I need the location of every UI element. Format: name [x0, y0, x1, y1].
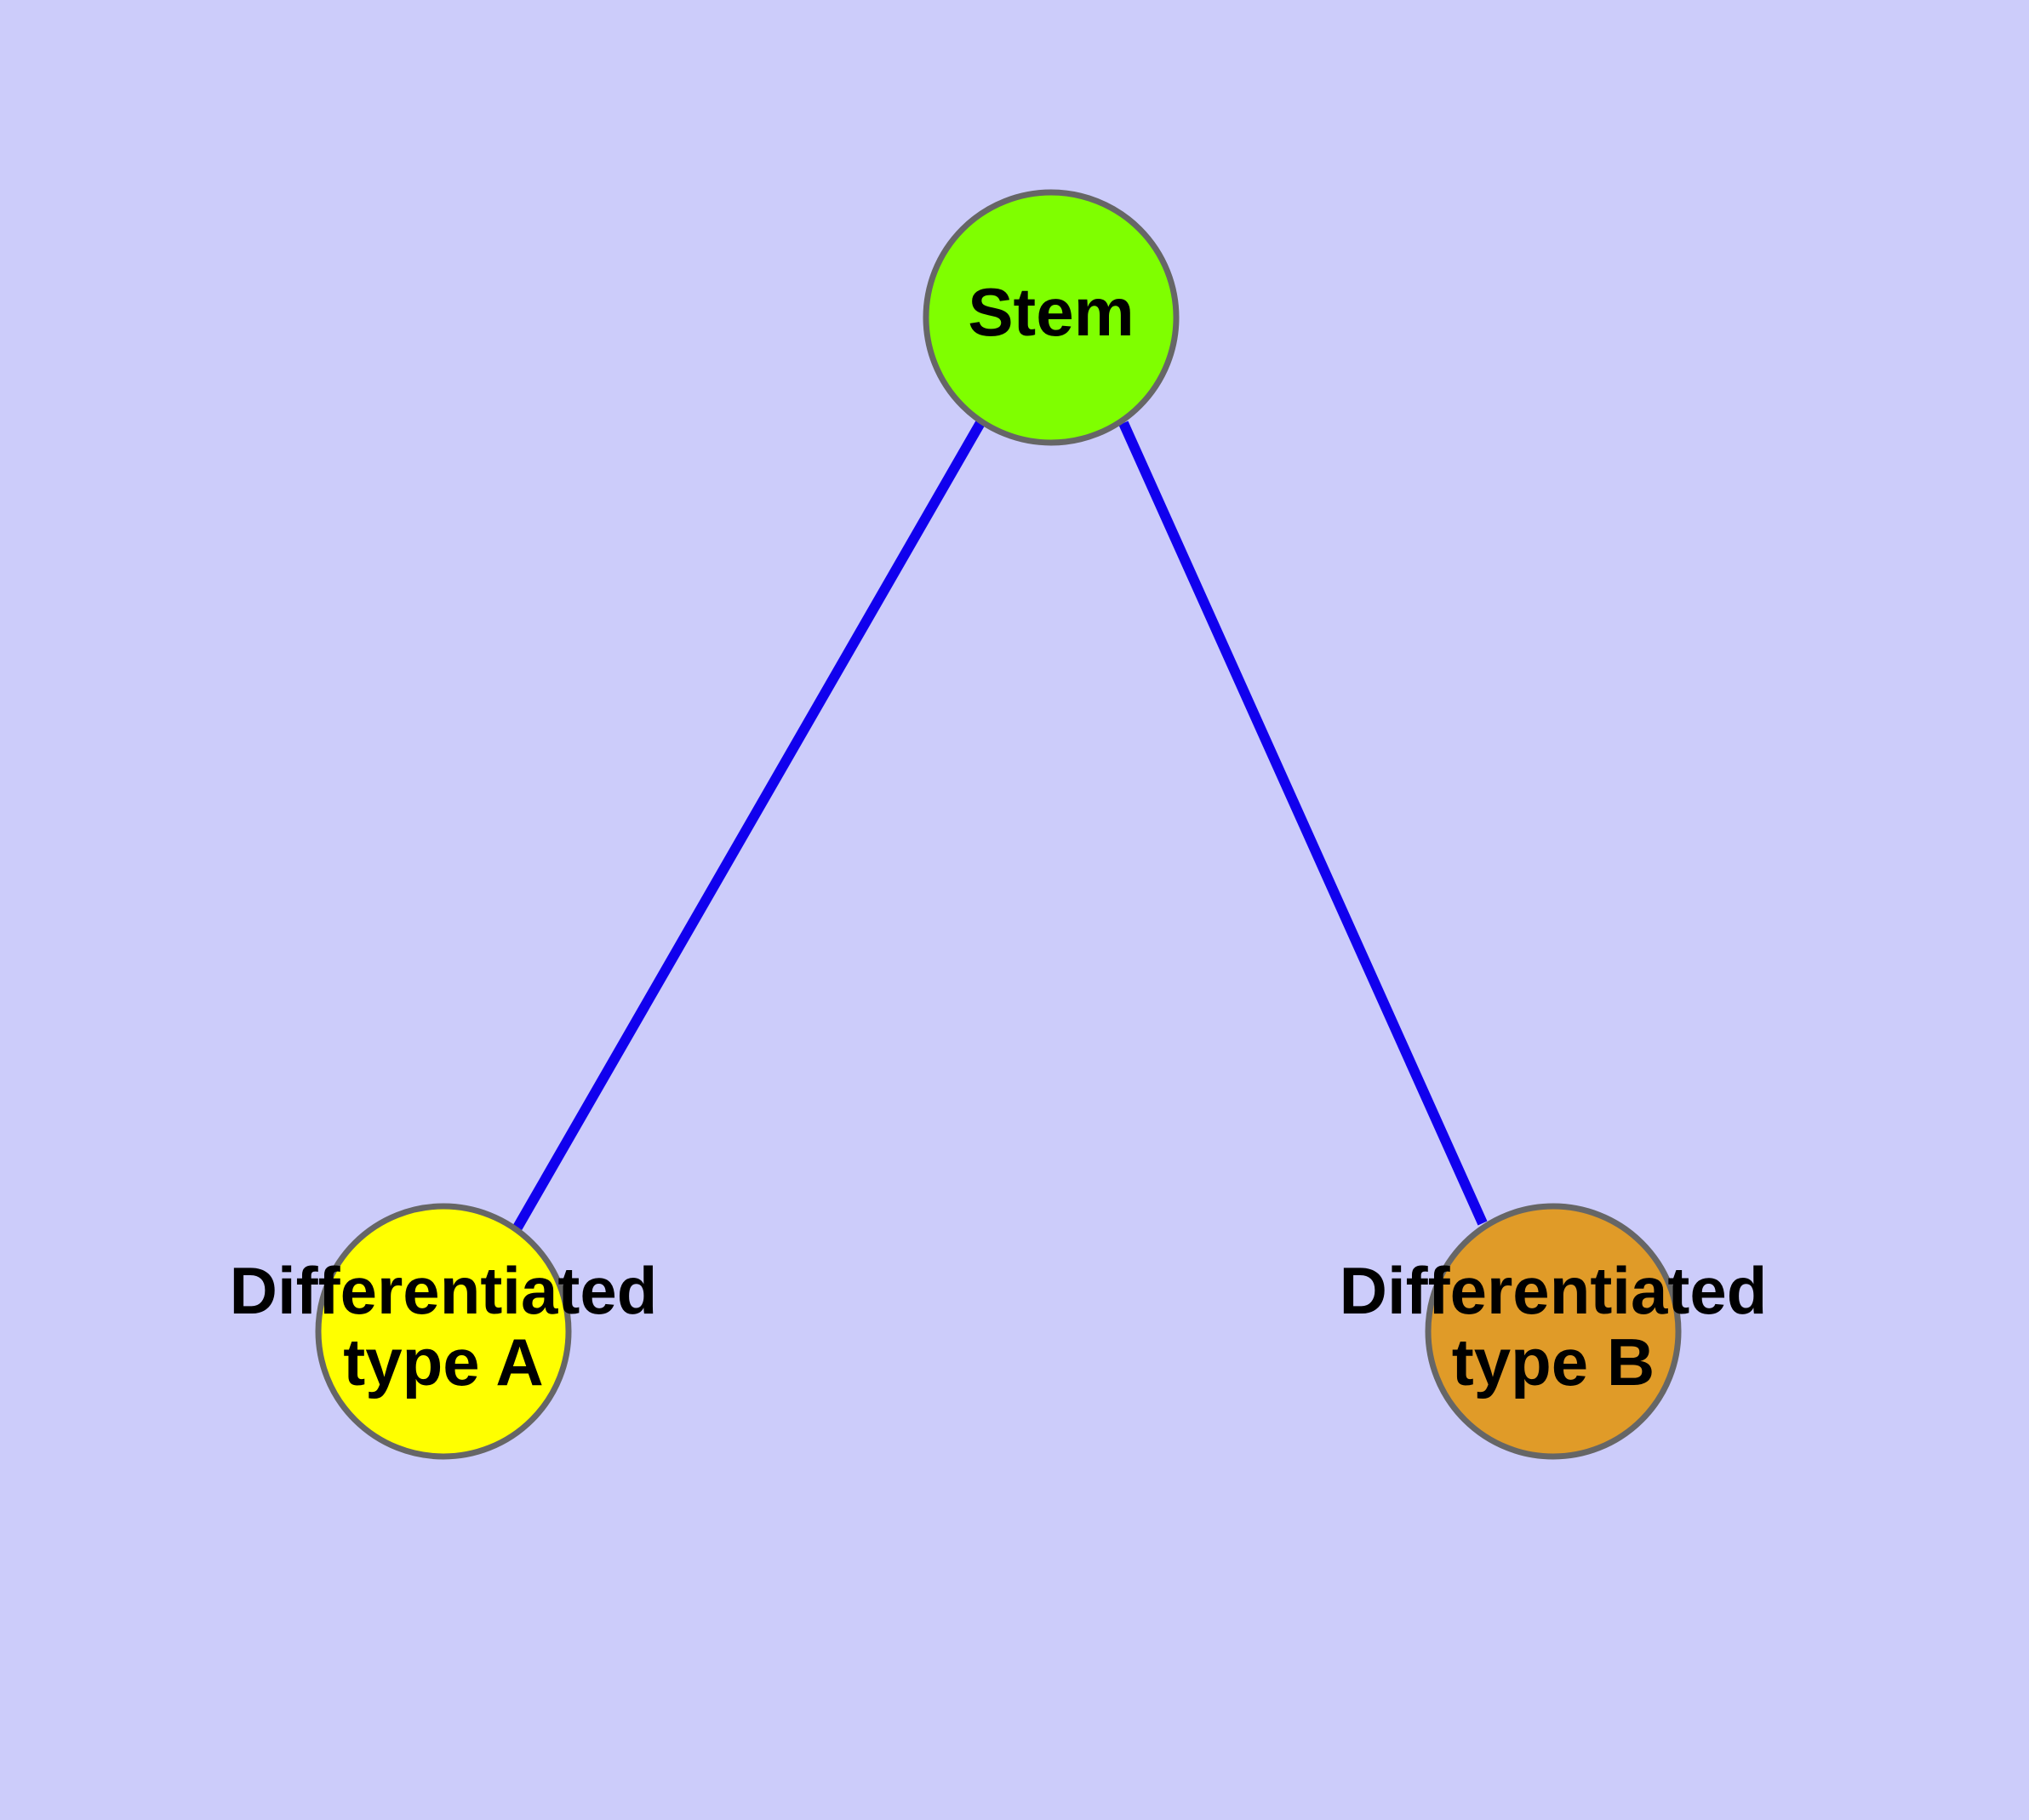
graph-node-stem[interactable] [923, 189, 1180, 446]
node-label-line: type B [1452, 1325, 1655, 1399]
graph-node-diff-b[interactable] [1425, 1203, 1682, 1460]
nodes-group [315, 189, 1682, 1460]
graph-node-diff-a[interactable] [315, 1203, 572, 1460]
node-label-stem: Stem [968, 274, 1135, 350]
graph-edge-stem-to-diff-a[interactable] [512, 419, 986, 1230]
node-label-line: Differentiated [230, 1253, 658, 1328]
node-label-line: Differentiated [1340, 1253, 1768, 1328]
node-label-line: Stem [968, 274, 1135, 350]
edges-group [512, 419, 1488, 1230]
graph-edge-stem-to-diff-b[interactable] [1118, 421, 1488, 1226]
node-label-line: type A [343, 1325, 544, 1399]
